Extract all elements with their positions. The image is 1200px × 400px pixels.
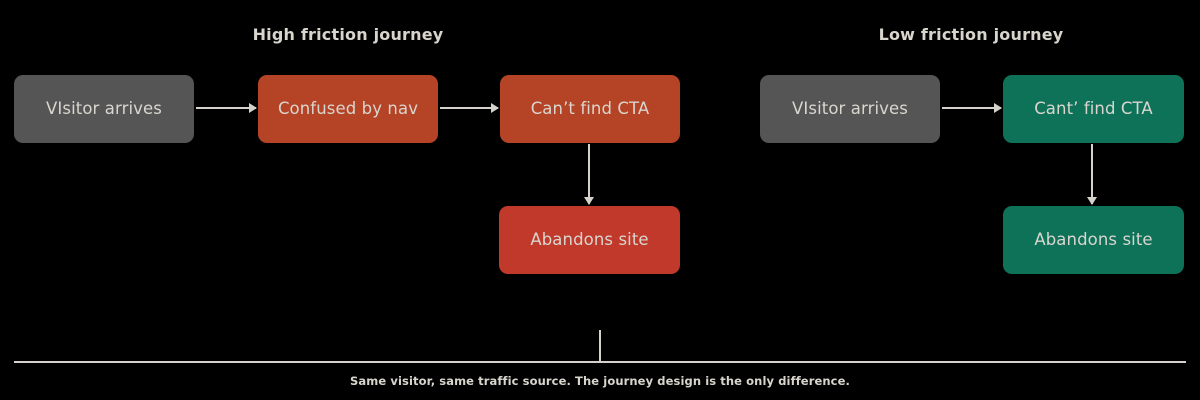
node-lf-visitor[interactable]: VIsitor arrives xyxy=(760,75,940,143)
connector-lf-arrow-2-arrow-down xyxy=(1091,144,1093,204)
node-hf-cta[interactable]: Can’t find CTA xyxy=(500,75,680,143)
node-hf-abandon[interactable]: Abandons site xyxy=(499,206,680,274)
connector-hf-arrow-3-arrow-down xyxy=(588,144,590,204)
node-hf-visitor[interactable]: VIsitor arrives xyxy=(14,75,194,143)
node-label-lf-visitor: VIsitor arrives xyxy=(792,98,908,118)
node-label-lf-cta: Cant’ find CTA xyxy=(1034,98,1153,118)
connector-lf-arrow-1-arrow-right xyxy=(942,107,1001,109)
panel-title-high-friction: High friction journey xyxy=(252,25,444,44)
connector-hf-arrow-1-arrow-right xyxy=(196,107,256,109)
node-label-hf-visitor: VIsitor arrives xyxy=(46,98,162,118)
footer-divider-line xyxy=(14,361,1186,363)
footer-caption: Same visitor, same traffic source. The j… xyxy=(350,374,850,388)
node-label-lf-abandon: Abandons site xyxy=(1034,229,1153,249)
connector-hf-arrow-2-arrow-right xyxy=(440,107,498,109)
node-label-hf-confused: Confused by nav xyxy=(277,98,419,118)
node-lf-cta[interactable]: Cant’ find CTA xyxy=(1003,75,1184,143)
node-label-hf-abandon: Abandons site xyxy=(530,229,649,249)
node-lf-abandon[interactable]: Abandons site xyxy=(1003,206,1184,274)
node-label-hf-cta: Can’t find CTA xyxy=(530,98,650,118)
panel-title-low-friction: Low friction journey xyxy=(878,25,1064,44)
footer-divider-tick xyxy=(599,330,601,362)
node-hf-confused[interactable]: Confused by nav xyxy=(258,75,438,143)
